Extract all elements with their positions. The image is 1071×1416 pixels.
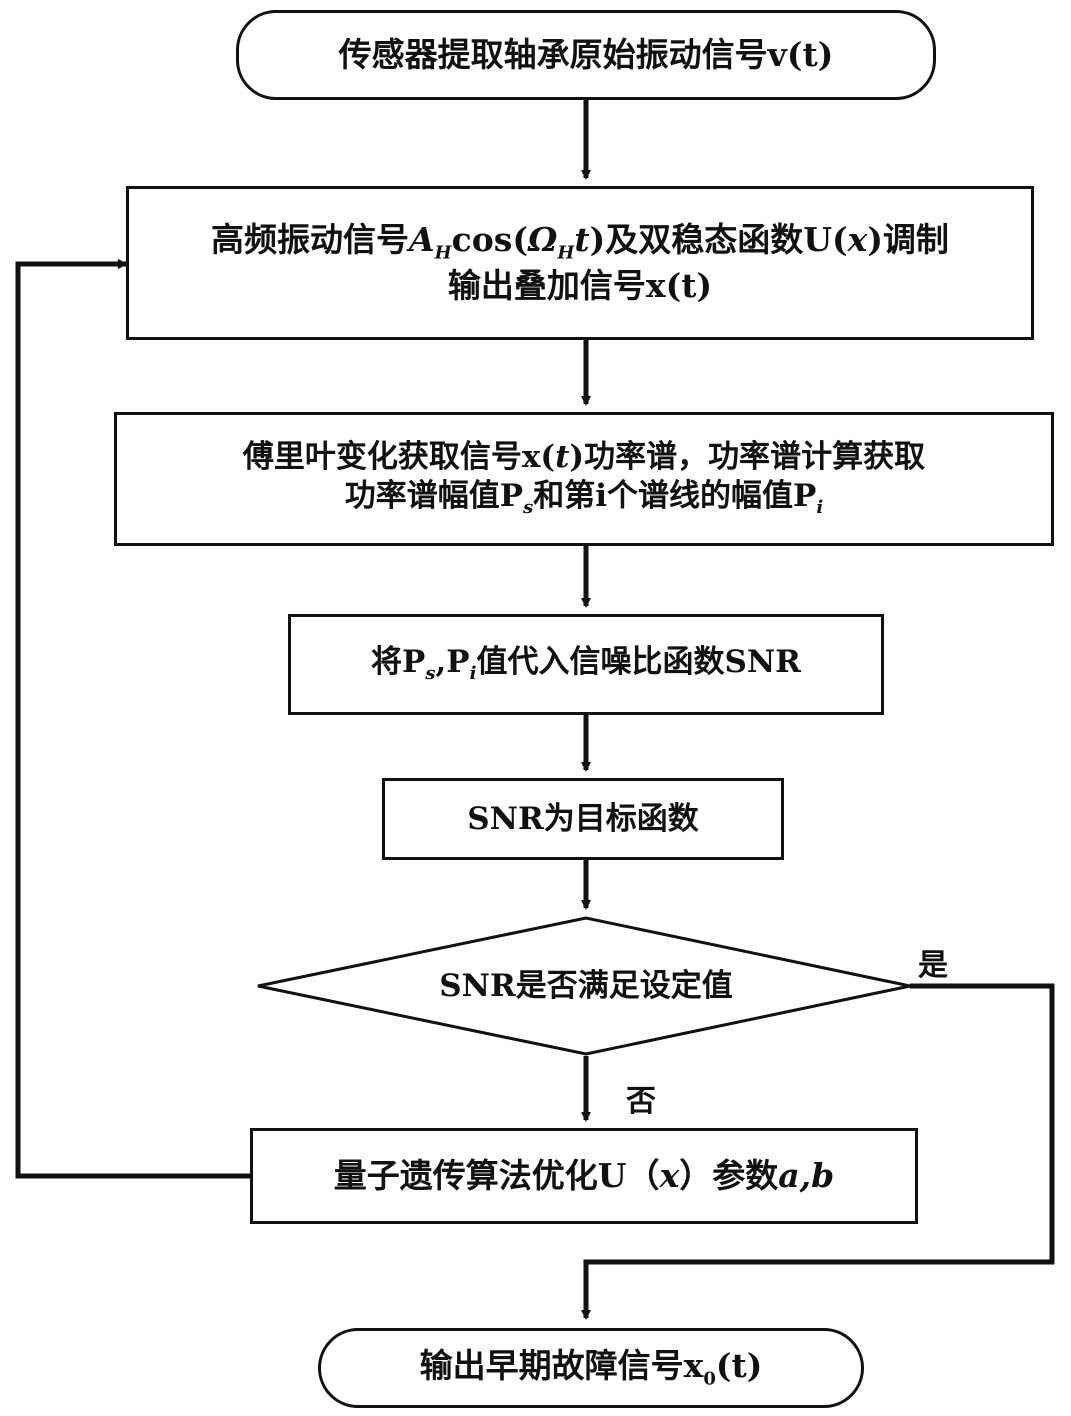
optimize-text-a: 量子遗传算法优化U（ <box>333 1156 660 1196</box>
substitute-text-a: 将P <box>371 644 426 681</box>
fourier-text-b: )功率谱，功率谱计算获取 <box>569 439 926 476</box>
optimize-box: 量子遗传算法优化U（x）参数a,b <box>250 1128 918 1224</box>
modulation-text-b: )及双稳态函数U( <box>589 220 848 260</box>
modulation-text-a: 高频振动信号 <box>211 220 410 260</box>
decision-text-wrap: SNR是否满足设定值 <box>386 956 786 1016</box>
modulation-line2: 输出叠加信号x(t) <box>447 266 713 306</box>
objective-text: SNR为目标函数 <box>467 800 699 837</box>
x-symbol: x <box>847 220 868 260</box>
time-symbol: t <box>574 220 590 260</box>
fourier-box: 傅里叶变化获取信号x(t)功率谱，功率谱计算获取 功率谱幅值Ps和第i个谱线的幅… <box>114 412 1054 546</box>
end-text-b: (t) <box>715 1345 763 1385</box>
fourier-text-a: 傅里叶变化获取信号x( <box>242 439 556 476</box>
end-terminal: 输出早期故障信号x0(t) <box>318 1328 864 1408</box>
cos-text: cos( <box>451 220 528 260</box>
end-text-a: 输出早期故障信号x <box>419 1345 704 1385</box>
substitute-box: 将Ps,Pi值代入信噪比函数SNR <box>288 614 884 715</box>
arrow-decision-yes-to-end <box>581 983 1055 1320</box>
substitute-i-subscript: i <box>469 663 477 685</box>
modulation-line1: 高频振动信号AHcos(ΩHt)及双稳态函数U(x)调制 <box>211 219 949 265</box>
optimize-params: a,b <box>778 1156 835 1196</box>
fourier-line2: 功率谱幅值Ps和第i个谱线的幅值Pi <box>345 477 823 520</box>
substitute-text-b: ,P <box>435 644 470 681</box>
fourier-text-c: 功率谱幅值P <box>344 478 524 515</box>
fourier-time-symbol: t <box>555 439 570 476</box>
modulation-box: 高频振动信号AHcos(ΩHt)及双稳态函数U(x)调制 输出叠加信号x(t) <box>126 186 1034 340</box>
fourier-line1: 傅里叶变化获取信号x(t)功率谱，功率谱计算获取 <box>243 438 925 477</box>
fourier-text-d: 和第i个谱线的幅值P <box>533 478 817 515</box>
substitute-text-c: 值代入信噪比函数SNR <box>476 644 801 681</box>
optimize-text: 量子遗传算法优化U（x）参数a,b <box>334 1155 834 1196</box>
substitute-s-subscript: s <box>425 663 436 685</box>
modulation-text-c: )调制 <box>867 220 949 260</box>
decision-diamond <box>257 916 911 1056</box>
omega-subscript: H <box>557 242 575 264</box>
omega-symbol: Ω <box>527 220 558 260</box>
optimize-x-symbol: x <box>659 1156 680 1196</box>
loop-optimize-to-modulate <box>15 259 250 1179</box>
substitute-text: 将Ps,Pi值代入信噪比函数SNR <box>371 643 801 686</box>
end-text: 输出早期故障信号x0(t) <box>420 1345 763 1391</box>
amplitude-symbol: A <box>409 220 435 260</box>
yes-label: 是 <box>918 948 948 983</box>
ps-subscript: s <box>523 497 534 519</box>
optimize-text-b: ）参数 <box>679 1156 779 1196</box>
objective-box: SNR为目标函数 <box>382 778 784 860</box>
end-subscript: 0 <box>703 1368 716 1390</box>
start-terminal: 传感器提取轴承原始振动信号v(t) <box>236 10 936 100</box>
no-label: 否 <box>626 1084 656 1119</box>
decision-text: SNR是否满足设定值 <box>439 967 733 1004</box>
start-text: 传感器提取轴承原始振动信号v(t) <box>338 35 834 75</box>
pi-subscript: i <box>816 497 824 519</box>
amplitude-subscript: H <box>434 242 452 264</box>
